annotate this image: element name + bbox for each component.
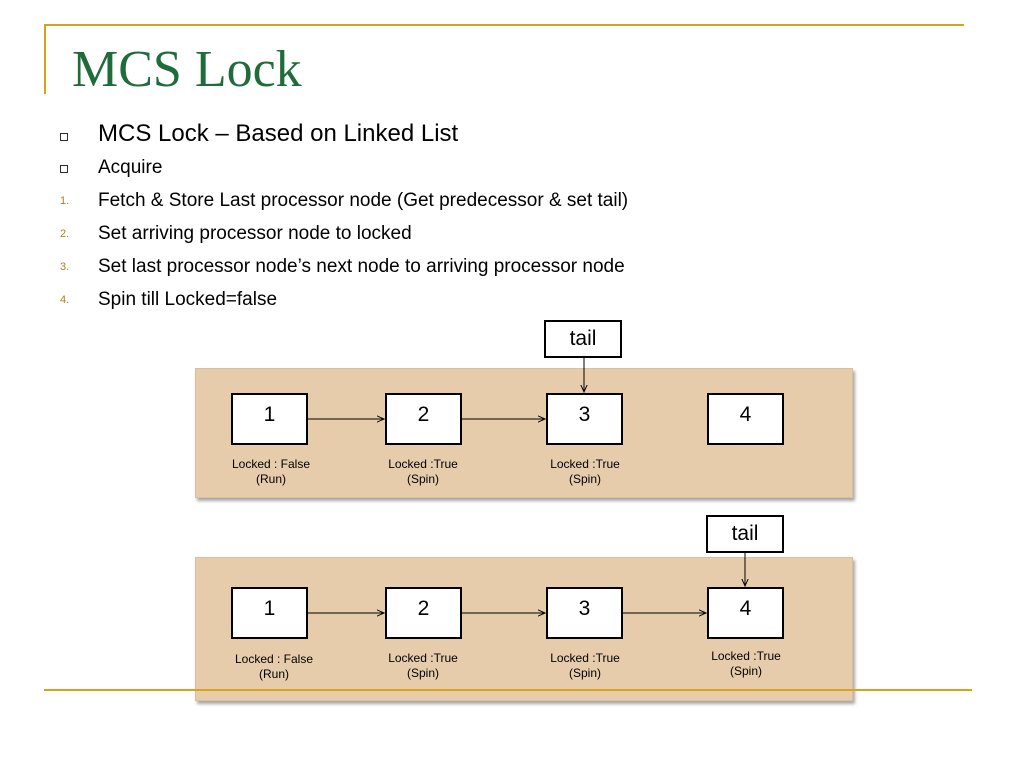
- lock-state-label: Locked :True: [711, 649, 781, 663]
- numbered-item: 4. Spin till Locked=false: [55, 283, 955, 316]
- queue-node-3: 3: [546, 587, 623, 639]
- queue-node-1: 1: [231, 587, 308, 639]
- bullet-text: Spin till Locked=false: [98, 289, 278, 310]
- list-number: 2.: [60, 228, 70, 240]
- numbered-item: 3. Set last processor node’s next node t…: [55, 250, 955, 283]
- queue-node-2: 2: [385, 587, 462, 639]
- numbered-item: 1. Fetch & Store Last processor node (Ge…: [55, 184, 955, 217]
- left-rule: [44, 24, 46, 94]
- mode-label: (Spin): [568, 666, 601, 680]
- queue-node-4: 4: [707, 587, 784, 639]
- mode-label: (Spin): [406, 472, 439, 486]
- bullet-text: MCS Lock – Based on Linked List: [98, 120, 459, 147]
- numbered-item: 2. Set arriving processor node to locked: [55, 217, 955, 250]
- bottom-rule: [44, 689, 972, 691]
- top-rule: [44, 24, 964, 26]
- queue-node-1: 1: [231, 393, 308, 445]
- mode-label: (Run): [255, 472, 286, 486]
- bullet-item: Acquire: [55, 151, 955, 184]
- node-3-state: Locked :True (Spin): [530, 457, 640, 487]
- bullet-list: MCS Lock – Based on Linked List Acquire …: [55, 118, 955, 316]
- node-4-state: Locked :True (Spin): [691, 649, 801, 679]
- list-number: 3.: [60, 261, 70, 273]
- square-bullet-icon: [60, 165, 68, 173]
- tail-pointer-box: tail: [706, 515, 784, 553]
- node-3-state: Locked :True (Spin): [530, 651, 640, 681]
- bullet-text: Set last processor node’s next node to a…: [98, 256, 625, 277]
- bullet-text: Fetch & Store Last processor node (Get p…: [98, 190, 629, 211]
- node-1-state: Locked : False (Run): [219, 652, 329, 682]
- lock-state-label: Locked :True: [388, 457, 458, 471]
- lock-state-label: Locked :True: [550, 457, 620, 471]
- queue-node-4: 4: [707, 393, 784, 445]
- tail-pointer-box: tail: [544, 320, 622, 358]
- lock-state-label: Locked : False: [234, 652, 314, 666]
- queue-node-3: 3: [546, 393, 623, 445]
- lock-state-label: Locked :True: [550, 651, 620, 665]
- mode-label: (Spin): [568, 472, 601, 486]
- list-number: 4.: [60, 294, 70, 306]
- bullet-item: MCS Lock – Based on Linked List: [55, 118, 955, 151]
- node-2-state: Locked :True (Spin): [368, 651, 478, 681]
- list-number: 1.: [60, 195, 70, 207]
- mode-label: (Run): [258, 667, 289, 681]
- bullet-text: Acquire: [98, 157, 163, 178]
- node-1-state: Locked : False (Run): [216, 457, 326, 487]
- lock-state-label: Locked : False: [231, 457, 311, 471]
- queue-node-2: 2: [385, 393, 462, 445]
- mode-label: (Spin): [729, 664, 762, 678]
- node-2-state: Locked :True (Spin): [368, 457, 478, 487]
- bullet-text: Set arriving processor node to locked: [98, 223, 412, 244]
- slide-title: MCS Lock: [72, 41, 302, 98]
- square-bullet-icon: [60, 133, 68, 141]
- mode-label: (Spin): [406, 666, 439, 680]
- lock-state-label: Locked :True: [388, 651, 458, 665]
